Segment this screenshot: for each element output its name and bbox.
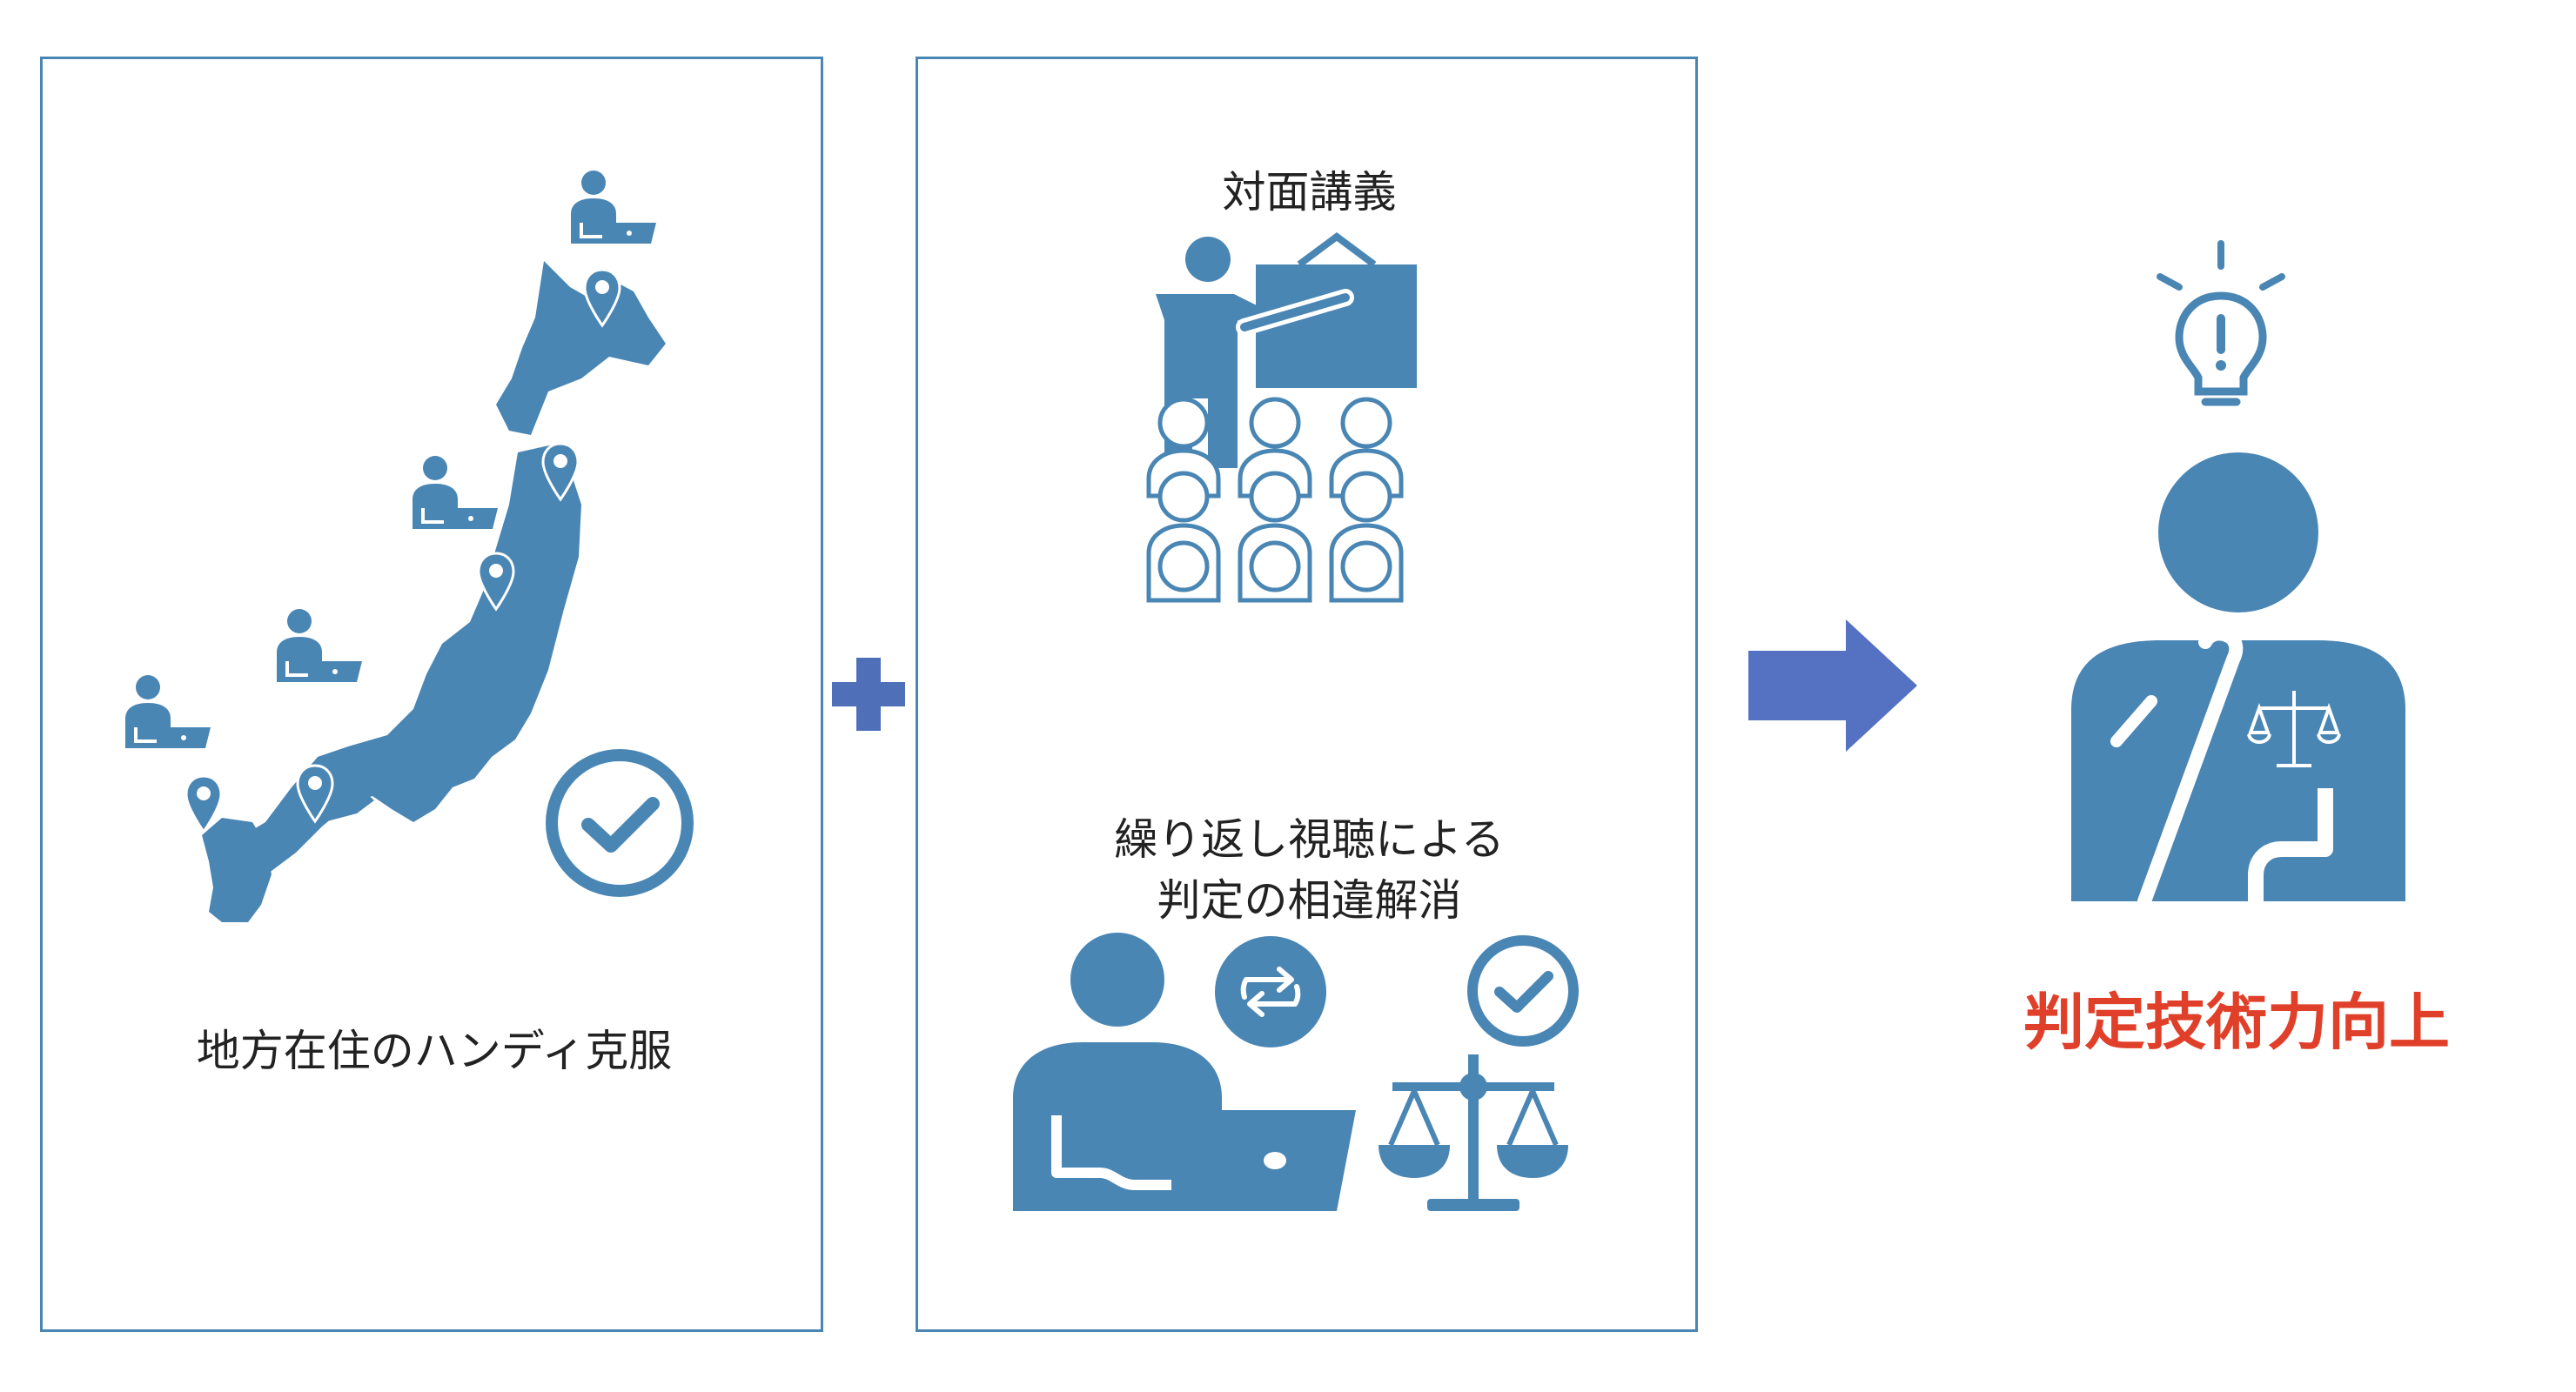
presenter-icon xyxy=(1156,232,1417,468)
remote-worker-icon xyxy=(125,675,211,748)
scales-icon xyxy=(1379,1054,1568,1211)
audience-icon xyxy=(1146,397,1404,603)
lecture-title: 対面講義 xyxy=(1222,167,1397,218)
checkmark-circle-icon xyxy=(1467,935,1579,1047)
remote-worker-icon xyxy=(277,609,362,682)
location-pin-icon xyxy=(541,442,580,502)
location-pin-icon xyxy=(477,552,515,612)
lecture-caption-line2: 判定の相違解消 xyxy=(1157,875,1462,926)
remote-worker-icon xyxy=(413,456,498,529)
result-label: 判定技術力向上 xyxy=(2023,987,2450,1058)
location-pin-icon xyxy=(184,774,223,834)
checkmark-circle-icon xyxy=(546,749,694,897)
lecture-caption: 繰り返し視聴による 判定の相違解消 xyxy=(918,809,1701,931)
remote-access-caption: 地方在住のハンディ克服 xyxy=(196,1026,673,1076)
plus-icon xyxy=(832,658,905,731)
laptop-user-icon xyxy=(1013,933,1356,1211)
location-pin-icon xyxy=(296,764,334,824)
lecture-panel: 対面講義 繰り返し視聴による 判定の相違解消 xyxy=(916,57,1698,1332)
judge-person-icon xyxy=(2071,452,2405,908)
location-pin-icon xyxy=(583,268,621,328)
remote-worker-icon xyxy=(571,171,656,244)
lightbulb-icon xyxy=(2157,240,2285,406)
lecture-caption-line1: 繰り返し視聴による xyxy=(1114,814,1505,865)
right-arrow-icon xyxy=(1748,619,1917,752)
refresh-icon xyxy=(1215,936,1326,1047)
remote-access-panel: 地方在住のハンディ克服 xyxy=(40,57,823,1332)
